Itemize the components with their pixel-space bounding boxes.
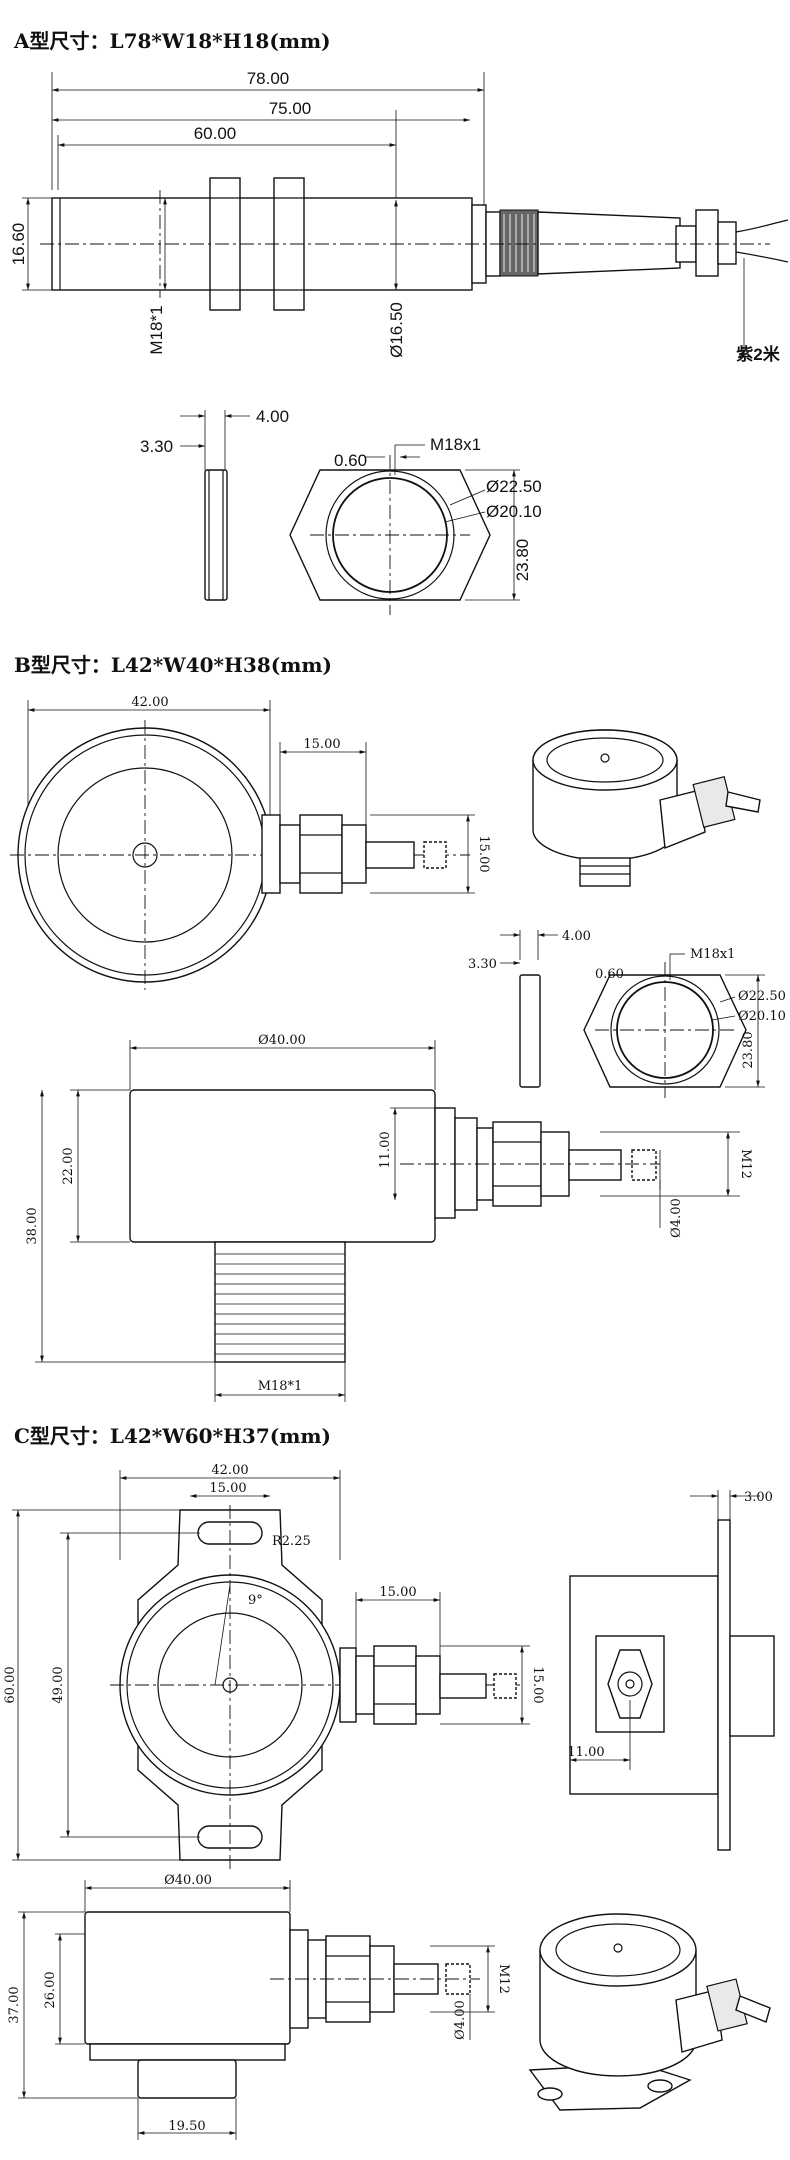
b-connector-nut [299,814,343,894]
nut-across-corners: 23.80 [513,539,532,582]
c-front-body [84,1911,291,2045]
c-hole-spacing: 49.00 [51,1666,66,1703]
b-body-dia: Ø40.00 [258,1033,306,1048]
dim-overall-length: 78.00 [247,69,290,88]
c-cable-dia: Ø4.00 [453,2000,468,2040]
dim-height: 16.60 [9,223,28,266]
b-conn-offset: 11.00 [378,1131,393,1168]
cable-length-label: 紫2米 [736,344,780,364]
dim-diameter: Ø16.50 [387,302,406,358]
c-connector-height: 15.00 [530,1666,545,1703]
c-flange-thickness: 3.00 [744,1490,773,1505]
dim-thread: M18*1 [147,305,166,354]
c-top-width: 42.00 [211,1463,248,1478]
b-nut-across-corners: 23.80 [741,1031,756,1068]
c-side-offset: 11.00 [567,1745,604,1760]
c-side-flange [717,1519,731,1851]
c-angle: 9° [248,1593,263,1608]
c-connector-nut [373,1645,417,1725]
c-connector-length: 15.00 [379,1585,416,1600]
b-connector-height: 15.00 [476,835,491,872]
section-b-top-view: 42.00 15.00 15.00 [10,695,491,990]
c-base-width: 19.50 [168,2119,205,2134]
b-nut-thickness-outer: 4.00 [562,929,591,944]
section-c-title: C型尺寸：L42*W60*H37(mm) [14,1424,331,1448]
c-slot-radius: R2.25 [272,1534,311,1549]
nut-thickness-inner: 3.30 [140,437,173,456]
nut-thread-spec: M18x1 [430,435,481,454]
b-nut-outer-dia: Ø22.50 [738,989,786,1004]
b-thread: M18*1 [258,1379,303,1394]
nut-thickness-outer: 4.00 [256,407,289,426]
b-top-width: 42.00 [131,695,168,710]
section-a-nut-views: 4.00 3.30 0.60 M18x1 Ø22.50 Ø20.10 23.80 [140,407,542,615]
dim-thread-length: 60.00 [194,124,237,143]
dim-body-length: 75.00 [269,99,312,118]
b-threaded-stem [214,1241,346,1363]
b-nut-thickness-inner: 3.30 [468,957,497,972]
c-body-dia: Ø40.00 [164,1873,212,1888]
b-nut-inner-dia: Ø20.10 [738,1009,786,1024]
b-body-height: 22.00 [61,1147,76,1184]
b-cable-thread: M12 [738,1149,753,1179]
section-b-nut-views: 4.00 3.30 0.60 M18x1 Ø22.50 Ø20.10 23.80 [468,929,786,1098]
c-isometric-view [528,1913,771,2111]
section-a-side-view: 78.00 75.00 60.00 紫2米 [9,69,789,364]
c-side-view-right: 3.00 11.00 [567,1490,775,1851]
b-total-height: 38.00 [25,1207,40,1244]
thread-pitch: 0.60 [334,451,367,470]
b-thread-pitch: 0.60 [595,967,624,982]
knurled-coupling [499,209,539,277]
c-front-view: Ø40.00 26.00 37.00 19.50 M12 Ø4.00 [7,1873,511,2140]
c-slot-width: 15.00 [209,1481,246,1496]
nut-side [204,469,228,601]
section-a-title: A型尺寸：L78*W18*H18(mm) [13,29,331,53]
b-side-view: Ø40.00 11.00 22.00 38.00 [25,1033,753,1402]
section-b-title: B型尺寸：L42*W40*H38(mm) [14,653,332,677]
b-connector-length: 15.00 [303,737,340,752]
b-isometric-view [532,729,761,887]
b-nut-thread-spec: M18x1 [690,947,735,962]
c-body-height: 26.00 [43,1971,58,2008]
c-total-length: 60.00 [3,1666,18,1703]
c-cable-thread: M12 [496,1964,511,1994]
c-top-view: 42.00 15.00 R2.25 9° 15.00 15.00 [3,1463,545,1870]
b-cable-dia: Ø4.00 [669,1198,684,1238]
c-total-height: 37.00 [7,1986,22,2023]
